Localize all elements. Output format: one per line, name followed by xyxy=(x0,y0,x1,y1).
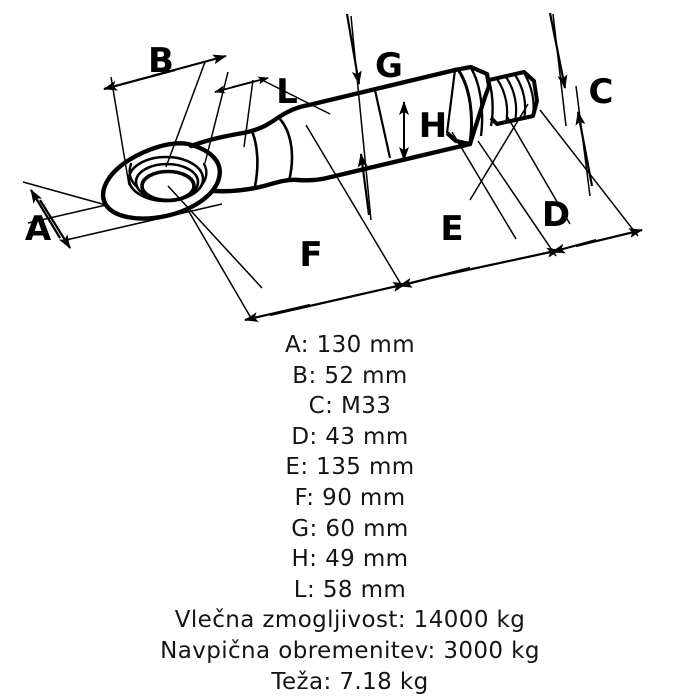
spec-line: B: 52 mm xyxy=(292,362,408,389)
dim-label-f: F xyxy=(299,235,322,275)
spec-line: L: 58 mm xyxy=(293,576,407,603)
spec-line: Navpična obremenitev: 3000 kg xyxy=(160,637,540,664)
dim-label-e: E xyxy=(440,209,463,249)
spec-line: F: 90 mm xyxy=(294,484,406,511)
spec-line: C: M33 xyxy=(308,393,392,420)
dim-label-l: L xyxy=(276,72,298,112)
spec-line: D: 43 mm xyxy=(291,423,409,450)
specification-list: A: 130 mm B: 52 mm C: M33 D: 43 mm E: 13… xyxy=(0,330,700,697)
spec-line: Vlečna zmogljivost: 14000 kg xyxy=(174,607,526,634)
dim-label-h: H xyxy=(419,106,447,146)
spec-line: E: 135 mm xyxy=(285,454,415,481)
part-outline xyxy=(100,67,473,221)
shank-transition xyxy=(250,118,294,187)
spec-line: H: 49 mm xyxy=(291,546,409,573)
dim-label-d: D xyxy=(542,195,570,235)
dim-line-g xyxy=(345,13,362,85)
dim-label-b: B xyxy=(148,41,174,81)
eye-ring-outer xyxy=(100,141,222,221)
dim-label-g: G xyxy=(375,46,403,86)
threaded-end xyxy=(488,70,539,126)
shank-top-edge xyxy=(188,67,458,149)
shank-bottom-edge xyxy=(211,141,473,194)
dim-line-a xyxy=(30,189,61,239)
dim-label-a: A xyxy=(25,209,52,249)
hex-nut xyxy=(445,64,494,147)
dim-line-c xyxy=(548,12,568,89)
extension-lines xyxy=(22,13,639,319)
dimension-lines xyxy=(30,12,643,322)
shank-surface-lines xyxy=(373,89,392,159)
spec-line: A: 130 mm xyxy=(284,332,415,358)
spec-line: G: 60 mm xyxy=(291,515,409,542)
dim-label-c: C xyxy=(589,72,614,112)
spec-line: Teža: 7.18 kg xyxy=(271,668,429,695)
